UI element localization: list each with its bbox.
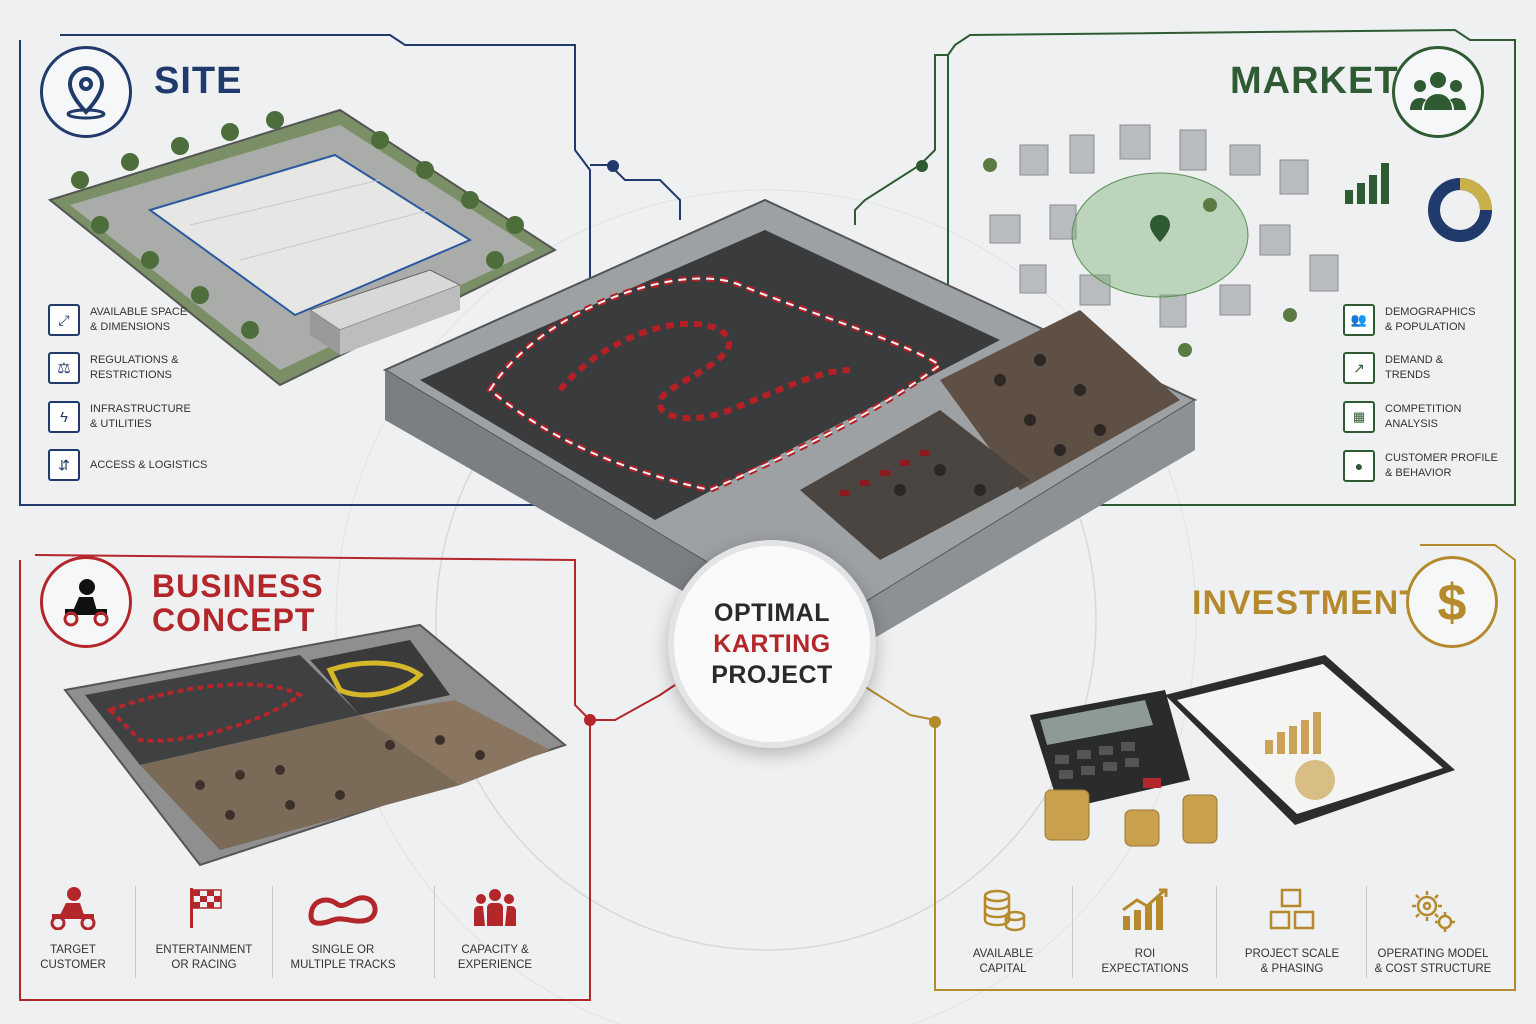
coins-icon	[983, 889, 1026, 932]
dimensions-icon: ⤢	[48, 304, 80, 336]
customer-icon: ●	[1343, 450, 1375, 482]
site-icon-badge	[40, 46, 132, 138]
site-item-access: ⇵ ACCESS & LOGISTICS	[48, 449, 210, 481]
market-icon-badge	[1392, 46, 1484, 138]
dollar-icon: $	[1438, 574, 1467, 630]
business-icon-badge	[40, 556, 132, 648]
map-pin-icon	[66, 65, 106, 120]
lightning-icon: ϟ	[48, 401, 80, 433]
market-item-customer: ● CUSTOMER PROFILE & BEHAVIOR	[1343, 450, 1505, 482]
roi-chart-icon	[1122, 888, 1168, 930]
gears-icon	[1412, 891, 1455, 932]
investment-divider-1	[1072, 886, 1073, 978]
competition-icon: ▦	[1343, 401, 1375, 433]
market-title: MARKET	[1230, 60, 1399, 102]
checkered-flag-icon	[190, 888, 222, 928]
market-city-illustration	[983, 124, 1492, 357]
group-icon	[474, 889, 516, 926]
business-floorplan-illustration	[63, 623, 568, 867]
business-item-target: TARGET CUSTOMER	[8, 886, 138, 973]
track-icon	[308, 895, 378, 926]
business-title-line-1: BUSINESS	[152, 568, 324, 604]
market-item-demand: ↗ DEMAND & TRENDS	[1343, 352, 1505, 384]
route-icon: ⇵	[48, 449, 80, 481]
investment-divider-2	[1216, 886, 1217, 978]
center-line-3: PROJECT	[711, 660, 833, 689]
investment-item-scale: PROJECT SCALE & PHASING	[1227, 886, 1357, 977]
market-item-competition: ▦ COMPETITION ANALYSIS	[1343, 401, 1505, 433]
business-item-capacity: CAPACITY & EXPERIENCE	[430, 886, 560, 973]
business-title-line-2: CONCEPT	[152, 602, 316, 638]
investment-item-operating: OPERATING MODEL & COST STRUCTURE	[1368, 886, 1498, 977]
business-item-tracks: SINGLE OR MULTIPLE TRACKS	[278, 886, 408, 973]
site-item-space: ⤢ AVAILABLE SPACE & DIMENSIONS	[48, 304, 210, 336]
site-item-regulations: ⚖ REGULATIONS & RESTRICTIONS	[48, 352, 210, 384]
business-divider-2	[272, 886, 273, 978]
center-badge: OPTIMAL KARTING PROJECT	[668, 540, 876, 748]
population-icon: 👥	[1343, 304, 1375, 336]
investment-item-capital: AVAILABLE CAPITAL	[938, 886, 1068, 977]
site-item-infrastructure: ϟ INFRASTRUCTURE & UTILITIES	[48, 401, 210, 433]
business-divider-3	[434, 886, 435, 978]
investment-title: INVESTMENT	[1192, 584, 1422, 622]
business-divider-1	[135, 886, 136, 978]
trend-chart-icon: ↗	[1343, 352, 1375, 384]
center-line-2: KARTING	[713, 629, 831, 658]
kart-driver-icon	[63, 579, 109, 627]
investment-divider-3	[1366, 886, 1367, 978]
kart-icon	[50, 887, 96, 931]
site-lot-illustration	[47, 108, 558, 387]
investment-icon-badge: $	[1406, 556, 1498, 648]
investment-calculator-illustration	[1030, 655, 1455, 847]
business-item-entertainment: ENTERTAINMENT OR RACING	[139, 886, 269, 973]
site-title: SITE	[154, 60, 243, 102]
market-item-demographics: 👥 DEMOGRAPHICS & POPULATION	[1343, 304, 1505, 336]
gavel-icon: ⚖	[48, 352, 80, 384]
people-group-icon	[1410, 72, 1466, 110]
boxes-icon	[1269, 888, 1315, 930]
center-line-1: OPTIMAL	[714, 598, 830, 627]
investment-item-roi: ROI EXPECTATIONS	[1080, 886, 1210, 977]
svg-text:$: $	[1438, 574, 1467, 630]
